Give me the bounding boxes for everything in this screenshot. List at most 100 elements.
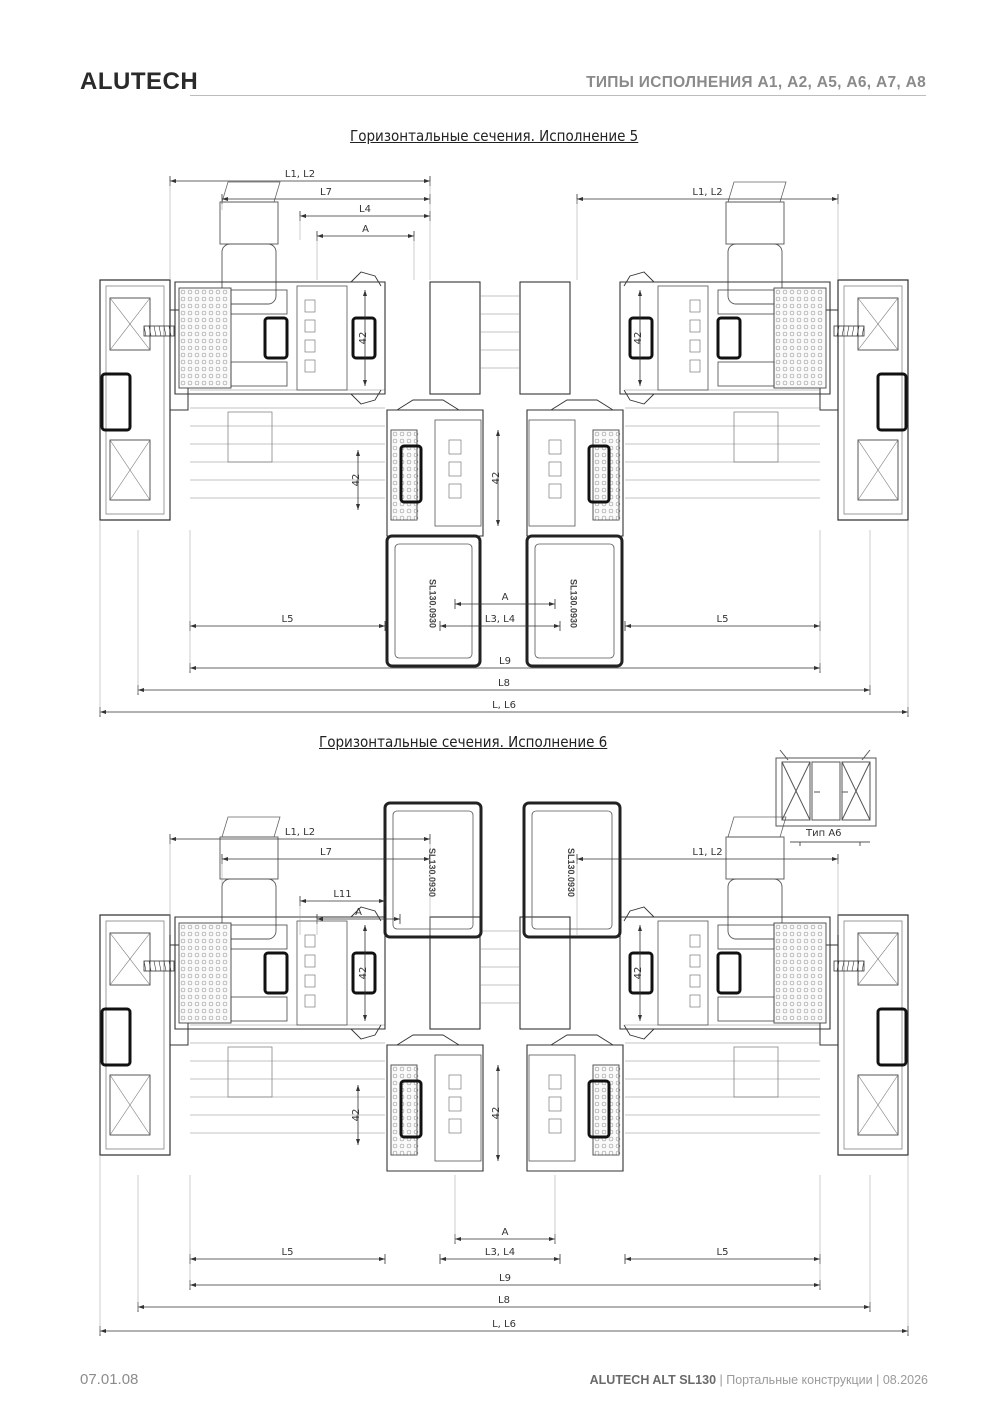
dim-l-l6: L, L6 [99, 700, 909, 717]
center-upper-left [429, 281, 481, 395]
handle-left [219, 816, 281, 1098]
dim-l7: L7 [221, 187, 431, 204]
dim-l9-label: L9 [499, 656, 511, 667]
cover-profile-left: SL130.0930 [385, 534, 482, 668]
dim-l1l2-left: L1, L2 [169, 169, 431, 186]
dim-l-l6-label: L, L6 [492, 1319, 516, 1330]
legend-frame [775, 757, 877, 827]
legend-sash-middle [811, 761, 841, 821]
dim-l8: L8 [137, 678, 871, 695]
cover-profile-right: SL130.0930 [525, 534, 624, 668]
outer-frame-right [819, 279, 909, 521]
dim-l3l4-label: L3, L4 [485, 614, 515, 625]
dim-42-center: 42 [491, 1065, 502, 1161]
dim-42-right-label: 42 [633, 332, 644, 345]
dim-42-center-label: 42 [491, 1107, 502, 1120]
glazing-left [190, 1024, 385, 1134]
footer-sep-1: | [716, 1373, 727, 1387]
sash-upper-right [619, 906, 831, 1040]
cover-profile-left: SL130.0930 [383, 801, 483, 939]
dim-l1l2-left: L1, L2 [169, 827, 431, 844]
sash-upper-left [174, 906, 386, 1040]
dim-l9-label: L9 [499, 1273, 511, 1284]
dim-l3l4: L3, L4 [439, 614, 561, 631]
meeting-stile-right [526, 399, 624, 537]
dim-l5-right: L5 [624, 1247, 821, 1264]
cover-profile-left-code: SL130.0930 [427, 848, 437, 897]
dim-a-top-label: A [362, 224, 369, 235]
type-a6-legend: Тип А6 [775, 749, 877, 846]
center-upper-left [429, 916, 481, 1030]
dim-l5-right: L5 [624, 614, 821, 631]
dim-42-center-label: 42 [491, 472, 502, 485]
cover-profile-right-code: SL130.0930 [566, 848, 576, 897]
dim-l7-label: L7 [320, 187, 332, 198]
dim-l5-right-label: L5 [717, 1247, 729, 1258]
dim-l11: L11 [299, 889, 386, 906]
dim-42-left: 42 [358, 925, 369, 1021]
cover-profile-right: SL130.0930 [522, 801, 622, 939]
document-title: ТИПЫ ИСПОЛНЕНИЯ А1, А2, А5, А6, А7, А8 [586, 74, 926, 91]
dim-l8-label: L8 [498, 678, 510, 689]
dim-a-top: A [316, 907, 401, 924]
page-number: 07.01.08 [80, 1371, 139, 1388]
handle-left [219, 181, 281, 463]
dim-42-inner: 42 [351, 1085, 362, 1145]
dim-42-inner-label: 42 [351, 1109, 362, 1122]
dim-l1l2-right-label: L1, L2 [692, 847, 722, 858]
dim-42-right-label: 42 [633, 967, 644, 980]
glazing-right [625, 1024, 820, 1134]
center-upper-right [519, 916, 571, 1030]
dim-42-inner: 42 [351, 450, 362, 510]
handle-right [725, 816, 787, 1098]
dim-l7-label: L7 [320, 847, 332, 858]
outer-frame-right [819, 914, 909, 1156]
dim-l7: L7 [221, 847, 431, 864]
dim-a-bottom: A [454, 592, 556, 609]
meeting-stile-left [386, 1034, 484, 1172]
dim-l5-left: L5 [189, 1247, 386, 1264]
dim-l9: L9 [189, 1273, 821, 1290]
dim-l1l2-right: L1, L2 [576, 187, 839, 204]
dim-l8: L8 [137, 1295, 871, 1312]
section-drawing-6: SL130.0930 SL130.0930 42 42 42 42 L1, L2 L7L11A… [99, 801, 909, 1336]
cover-profile-left-code: SL130.0930 [428, 579, 438, 628]
section-title-5: Горизонтальные сечения. Исполнение 5 [350, 127, 639, 145]
center-upper-right [519, 281, 571, 395]
dim-42-left-label: 42 [358, 967, 369, 980]
header-divider [190, 95, 926, 96]
dim-l8-label: L8 [498, 1295, 510, 1306]
cover-profile-right-code: SL130.0930 [569, 579, 579, 628]
dim-l11-label: L11 [333, 889, 351, 900]
section-title-6: Горизонтальные сечения. Исполнение 6 [319, 733, 608, 751]
dim-a-bottom-label: A [502, 592, 509, 603]
dim-42-center: 42 [491, 430, 502, 526]
dim-l1l2-left-label: L1, L2 [285, 827, 315, 838]
footer-sep-2: | [872, 1373, 883, 1387]
dim-l3l4: L3, L4 [439, 1247, 561, 1264]
footer-product: ALUTECH ALT SL130 [589, 1373, 717, 1387]
dim-l5-left-label: L5 [282, 1247, 294, 1258]
glazing-left [190, 389, 385, 499]
sash-upper-left [174, 271, 386, 405]
glazing-right [625, 389, 820, 499]
dim-42-left: 42 [358, 290, 369, 386]
dim-l1l2-left-label: L1, L2 [285, 169, 315, 180]
dim-a-bottom: A [454, 1227, 556, 1244]
dim-l5-left-label: L5 [282, 614, 294, 625]
footer-category: Портальные конструкции [726, 1373, 873, 1387]
dim-a-bottom-label: A [502, 1227, 509, 1238]
dim-l3l4-label: L3, L4 [485, 1247, 515, 1258]
footer-line: ALUTECH ALT SL130 | Портальные конструкц… [590, 1373, 928, 1387]
dim-l-l6: L, L6 [99, 1319, 909, 1336]
dim-a-top-label: A [355, 907, 362, 918]
footer-date: 08.2026 [882, 1373, 928, 1387]
dim-l5-right-label: L5 [717, 614, 729, 625]
dim-a-top: A [316, 224, 415, 241]
dim-42-inner-label: 42 [351, 474, 362, 487]
dim-l-l6-label: L, L6 [492, 700, 516, 711]
brand-logo: ALUTECH [80, 68, 199, 95]
center-glazing-lines [480, 930, 520, 1004]
legend-sash-right [841, 761, 871, 821]
meeting-stile-right [526, 1034, 624, 1172]
